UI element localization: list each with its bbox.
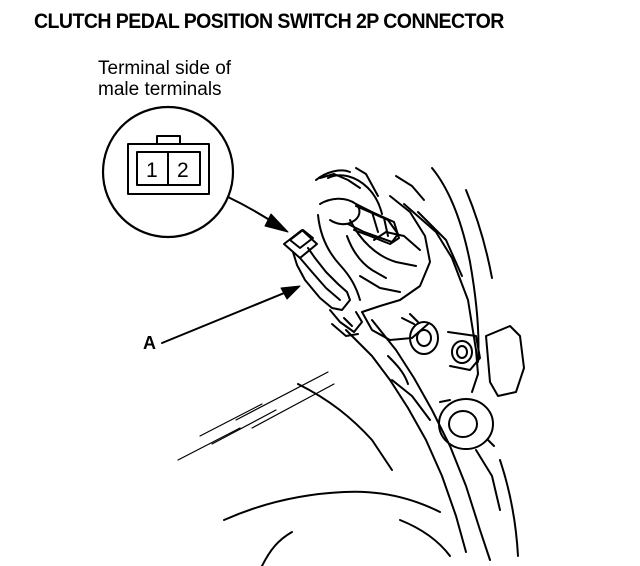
pin-1-label: 1	[146, 159, 158, 182]
body-panel-outline	[315, 167, 493, 363]
pedal-arm	[345, 319, 491, 561]
callout-label-a: A	[143, 333, 156, 353]
caption-line-2: male terminals	[98, 79, 222, 100]
callout-arrow	[227, 196, 289, 233]
clutch-switch	[283, 229, 363, 337]
floor-panel-shading	[177, 371, 335, 461]
connector-detail-callout: 1 2	[101, 105, 235, 239]
pin-2-label: 2	[177, 159, 189, 182]
caption-line-1: Terminal side of	[98, 58, 232, 79]
floor-panel-outline	[223, 383, 451, 566]
diagram-title: CLUTCH PEDAL POSITION SWITCH 2P CONNECTO…	[34, 10, 504, 33]
hand-outline	[317, 174, 400, 301]
label-a-leader	[161, 285, 301, 344]
master-cylinder-rod	[319, 173, 399, 243]
pedal-pivot-boss	[438, 398, 495, 450]
pedal-bracket	[349, 195, 481, 393]
terminal-side-caption: Terminal side of male terminals	[98, 58, 231, 100]
side-panel-part	[475, 325, 525, 557]
